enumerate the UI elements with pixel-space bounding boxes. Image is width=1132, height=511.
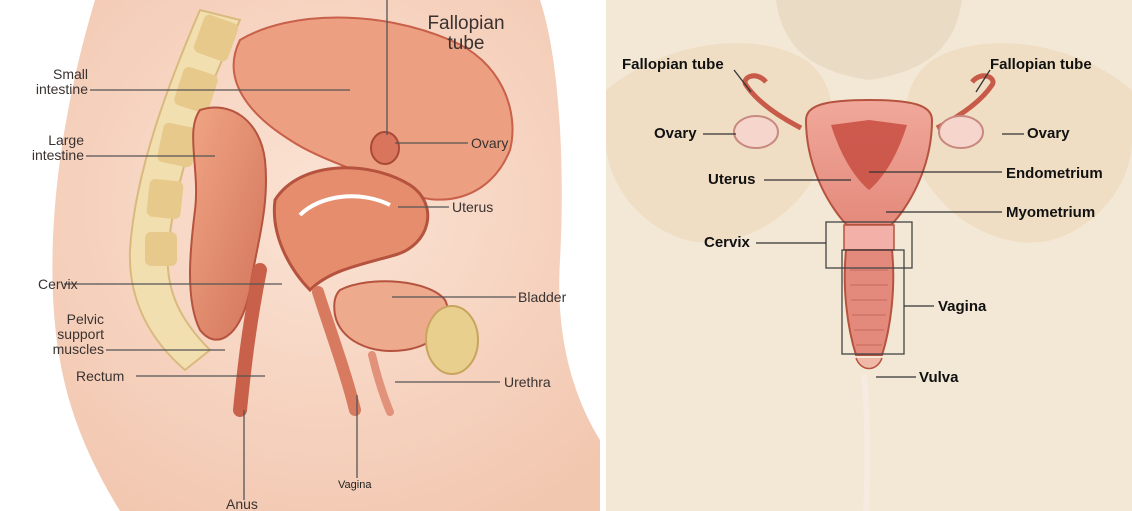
endometrium-label: Endometrium <box>1006 166 1103 182</box>
leg-gap <box>864 375 867 511</box>
rectum-label: Rectum <box>76 369 124 384</box>
left-fallopian-tube-label: Fallopian tube <box>622 57 724 73</box>
right-ovary <box>939 116 983 148</box>
small-intestine-label: Small intestine <box>20 67 88 97</box>
fallopian-tube-title: Fallopian tube <box>418 14 514 54</box>
ovary-shape <box>371 132 399 164</box>
sagittal-anatomy-illustration <box>0 0 602 511</box>
sagittal-diagram-panel: Fallopian tube Small intestine Large int… <box>0 0 602 511</box>
pubic-bone <box>426 306 478 374</box>
large-intestine-label: Large intestine <box>10 133 84 163</box>
vulva-label: Vulva <box>919 370 958 386</box>
cervix-shape <box>844 225 894 250</box>
urethra-label: Urethra <box>504 375 551 390</box>
left-hip-bone <box>606 43 832 242</box>
vagina-shape-frontal <box>845 250 894 355</box>
right-fallopian-tube-label: Fallopian tube <box>990 57 1092 73</box>
anus-label: Anus <box>226 497 258 511</box>
left-ovary-label: Ovary <box>654 126 697 142</box>
vagina-label: Vagina <box>338 479 371 491</box>
ovary-label: Ovary <box>471 136 508 151</box>
bladder-label: Bladder <box>518 290 566 305</box>
uterus-label: Uterus <box>452 200 493 215</box>
uterus-label-frontal: Uterus <box>708 172 756 188</box>
right-ovary-label: Ovary <box>1027 126 1070 142</box>
vulva-shape <box>856 358 882 369</box>
frontal-diagram-panel: Fallopian tube Fallopian tube Ovary Ovar… <box>606 0 1132 511</box>
frontal-anatomy-illustration <box>606 0 1132 511</box>
vagina-label-frontal: Vagina <box>938 299 986 315</box>
myometrium-label: Myometrium <box>1006 205 1095 221</box>
cervix-label-frontal: Cervix <box>704 235 750 251</box>
left-ovary <box>734 116 778 148</box>
cervix-label: Cervix <box>38 277 78 292</box>
pelvic-support-muscles-label: Pelvic support muscles <box>30 312 104 357</box>
